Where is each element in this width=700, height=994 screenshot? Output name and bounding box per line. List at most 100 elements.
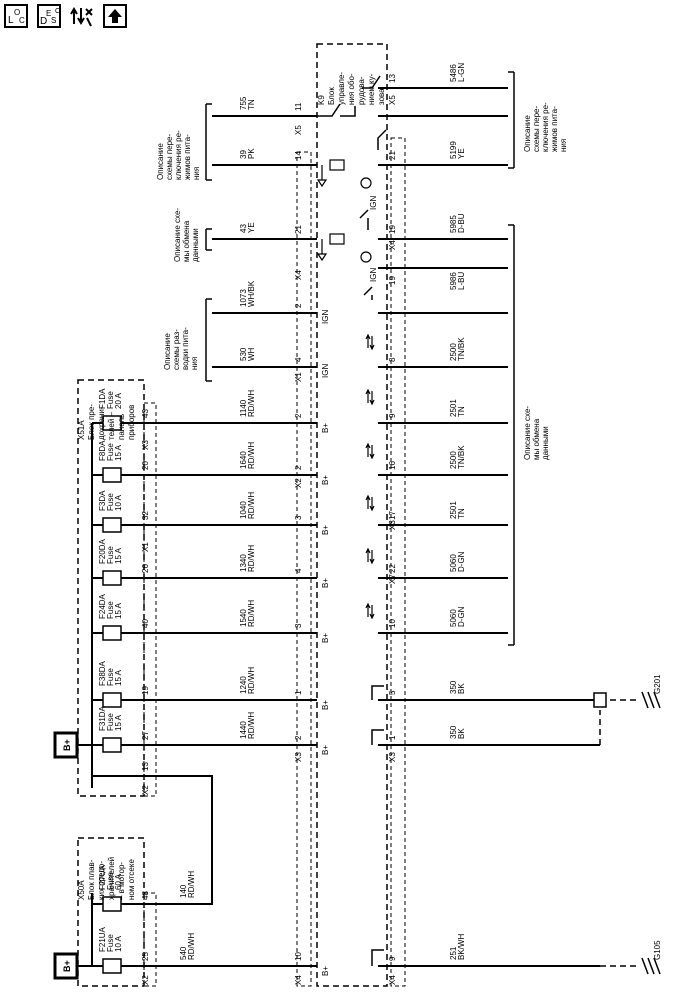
svg-text:1073WH/BK: 1073WH/BK <box>239 280 256 307</box>
swap-button[interactable] <box>70 4 94 28</box>
k9-switch-3 <box>377 129 387 150</box>
toolbar: L O C D E S C <box>4 4 127 28</box>
svg-text:B+: B+ <box>321 745 330 755</box>
desc-letter-c: C <box>55 8 61 15</box>
svg-text:B+: B+ <box>321 966 330 976</box>
k9-line6: зова <box>377 88 386 105</box>
svg-text:350BK: 350BK <box>449 725 466 739</box>
svg-text:25: 25 <box>141 952 150 961</box>
x51a-line5: приборов <box>127 405 136 440</box>
svg-text:F21UAFuse10 A: F21UAFuse10 A <box>98 926 123 952</box>
svg-text:X4: X4 <box>294 270 303 280</box>
pins-k9-right: 9 1 5 10 22 17 16 9 8 19 19 21 13 X4 X3 … <box>388 74 397 985</box>
svg-text:1: 1 <box>388 735 397 740</box>
svg-text:B+: B+ <box>321 423 330 433</box>
ground-g105: G105 <box>653 940 662 960</box>
svg-text:F31DAFuse15 A: F31DAFuse15 A <box>98 705 123 731</box>
svg-text:Описание: Описание <box>523 115 532 152</box>
svg-text:схемы пере-: схемы пере- <box>165 133 174 180</box>
svg-text:B+: B+ <box>321 525 330 535</box>
svg-text:водки пита-: водки пита- <box>181 327 190 370</box>
x50a-line3: хранителей <box>107 857 116 900</box>
x51a-id: X51A <box>77 420 86 440</box>
power-icon-1 <box>360 177 372 189</box>
svg-text:1040RD/WH: 1040RD/WH <box>239 492 256 519</box>
svg-text:2501TN: 2501TN <box>449 399 466 417</box>
k9-box <box>316 43 388 987</box>
svg-text:X7: X7 <box>388 574 397 584</box>
svg-text:5: 5 <box>388 690 397 695</box>
svg-text:10: 10 <box>388 619 397 628</box>
svg-text:2: 2 <box>294 413 303 418</box>
svg-text:X2: X2 <box>294 478 303 488</box>
svg-text:1140RD/WH: 1140RD/WH <box>239 390 256 417</box>
svg-text:9: 9 <box>388 413 397 418</box>
ref-data-left: Описание схе-мы обмена данными <box>173 208 200 262</box>
up-button[interactable] <box>103 4 127 28</box>
svg-text:B+: B+ <box>321 633 330 643</box>
desc-letter-e: E <box>46 9 52 18</box>
k9-switch-2 <box>362 75 390 89</box>
bplus-label-1: B+ <box>62 960 72 972</box>
pins-fuse-side: 25 48 27 19 40 26 32 20 43 13 X2 X2 X1 X… <box>141 409 150 985</box>
k9-line4: рудова- <box>357 76 366 105</box>
svg-text:X3: X3 <box>141 440 150 450</box>
svg-text:43: 43 <box>141 409 150 418</box>
svg-text:жимов пита-: жимов пита- <box>550 106 559 152</box>
bplus-label-2: B+ <box>62 739 72 751</box>
svg-text:5986L-BU: 5986L-BU <box>449 272 466 290</box>
svg-text:схемы раз-: схемы раз- <box>172 329 181 370</box>
svg-text:22: 22 <box>388 564 397 573</box>
svg-text:4: 4 <box>294 568 303 573</box>
bracket-data-left <box>205 228 212 251</box>
x50a-line2: ких предо- <box>97 861 106 900</box>
fuse-labels: F21UAFuse10 A F27UAFuse60 A F31DAFuse15 … <box>98 388 123 952</box>
data-arrows <box>365 333 375 620</box>
svg-text:530WH: 530WH <box>239 347 256 361</box>
svg-text:X5: X5 <box>388 95 397 105</box>
svg-text:350BK: 350BK <box>449 680 466 694</box>
wire-labels-right: 251BK/WH 350BK 350BK 5060D-GN 5060D-GN 2… <box>449 63 466 960</box>
power-icon-2 <box>360 251 372 263</box>
k9-connector-strip-a <box>296 151 312 987</box>
bplus-box-1 <box>53 952 79 980</box>
svg-text:X3: X3 <box>388 752 397 762</box>
description-button[interactable]: D E S C <box>37 4 61 28</box>
k9-switch-5 <box>363 286 373 300</box>
svg-text:схемы пере-: схемы пере- <box>532 105 541 152</box>
svg-text:5985D-BU: 5985D-BU <box>449 213 466 233</box>
svg-text:ния: ния <box>192 167 201 180</box>
location-button[interactable]: L O C <box>4 4 28 28</box>
svg-text:20: 20 <box>141 461 150 470</box>
svg-text:X1: X1 <box>141 542 150 552</box>
bracket-data-right <box>508 224 515 646</box>
svg-text:жимов пита-: жимов пита- <box>183 134 192 180</box>
svg-text:9: 9 <box>388 956 397 961</box>
k9-resistor-1 <box>329 159 345 171</box>
bracket-power-mode-right <box>508 71 515 169</box>
pins-k9-left: 10 2 1 3 4 3 2 2 4 2 21 14 11 X4 X3 X2 X… <box>294 102 303 985</box>
svg-text:X3: X3 <box>388 520 397 530</box>
ground-dashed <box>599 699 640 967</box>
svg-text:19: 19 <box>388 225 397 234</box>
svg-text:Описание схе-: Описание схе- <box>523 406 532 460</box>
svg-text:X2: X2 <box>141 785 150 795</box>
svg-text:Описание схе-: Описание схе- <box>173 208 182 262</box>
k9-line5: нием ку- <box>367 73 376 105</box>
svg-text:1: 1 <box>294 690 303 695</box>
svg-text:2: 2 <box>294 735 303 740</box>
svg-text:F3DAFuse10 A: F3DAFuse10 A <box>98 490 123 511</box>
up-arrow-icon <box>108 9 122 23</box>
svg-text:140RD/WH: 140RD/WH <box>179 871 196 898</box>
svg-text:B+: B+ <box>321 475 330 485</box>
k9-switch-1 <box>317 103 356 117</box>
svg-text:14: 14 <box>294 151 303 160</box>
svg-text:1340RD/WH: 1340RD/WH <box>239 545 256 572</box>
svg-text:F1DAFuse20 A: F1DAFuse20 A <box>98 388 123 409</box>
svg-text:X4: X4 <box>388 240 397 250</box>
x51a-line1: Блок пре- <box>87 404 96 440</box>
svg-text:X4: X4 <box>294 975 303 985</box>
